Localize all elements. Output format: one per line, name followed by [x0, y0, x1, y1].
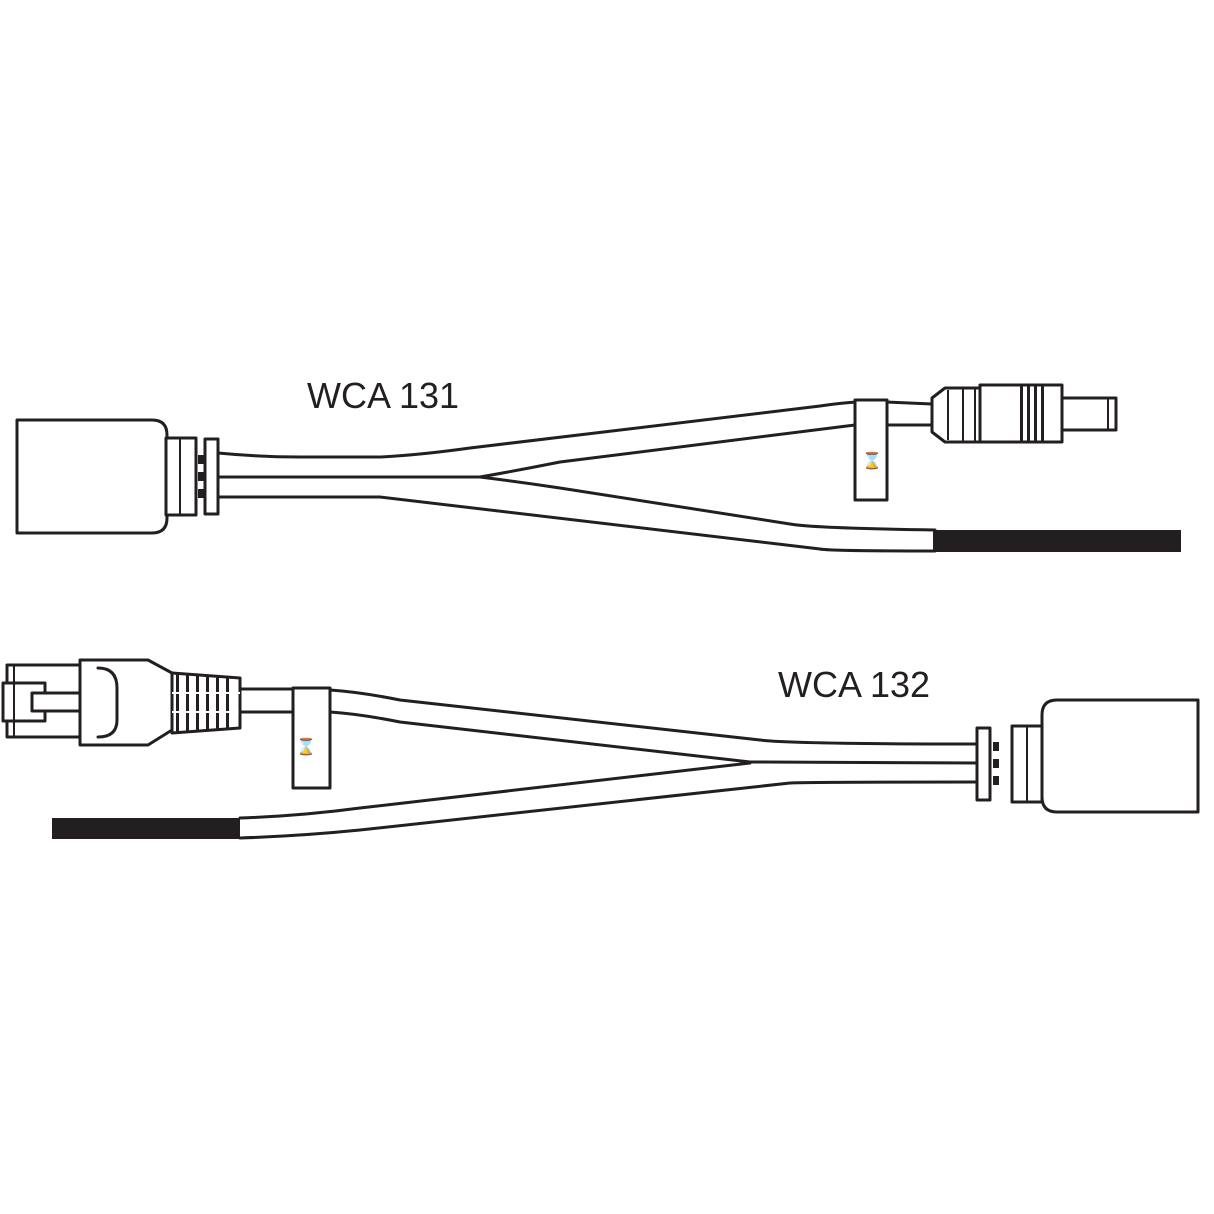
- data-cable-branch: [328, 688, 982, 746]
- dc-power-plug: [930, 383, 1118, 444]
- power-cable-branch: [238, 761, 752, 820]
- bare-wire-end: [933, 530, 1181, 552]
- strain-relief-ring: [203, 437, 220, 516]
- label-wca-131: WCA 131: [307, 375, 459, 416]
- cable-tag: [853, 398, 889, 502]
- cable-wca-132: WCA 132 ⌛: [1, 658, 1200, 840]
- strain-relief-ring: [975, 726, 992, 802]
- power-cable-branch: [216, 400, 859, 459]
- bare-wire-end: [52, 818, 240, 839]
- cable-wca-131: WCA 131 ⌛: [15, 375, 1181, 553]
- data-cable-branch: [478, 475, 937, 532]
- rj45-plug: [1, 658, 242, 747]
- label-wca-132: WCA 132: [778, 664, 930, 705]
- cable-tag: [291, 686, 332, 790]
- rj45-jack-housing: [1040, 698, 1200, 814]
- tag-symbol-icon: ⌛: [862, 451, 882, 470]
- rj45-jack-housing: [15, 418, 169, 535]
- tag-symbol-icon: ⌛: [296, 737, 316, 756]
